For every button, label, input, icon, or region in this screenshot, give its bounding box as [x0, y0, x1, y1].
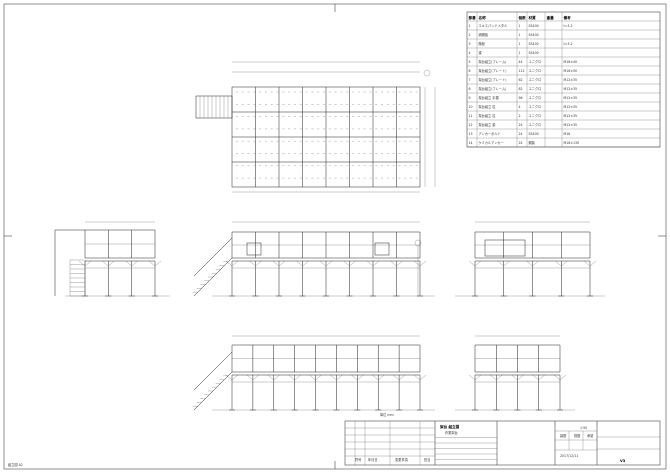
table-cell: ユニクロ [529, 122, 542, 127]
approved-label: 承認 [587, 433, 594, 438]
table-cell: アンカーボルト [479, 131, 501, 136]
drawing-views [4, 4, 666, 469]
table-cell: 7 [469, 78, 471, 82]
table-cell: 14 [469, 141, 473, 145]
table-cell: ユニクロ [529, 86, 542, 91]
checked-label: 検図 [574, 433, 580, 438]
table-header: 材質 [528, 15, 537, 20]
drawing-subtitle: 作業架台 [445, 430, 458, 435]
plan-view [195, 61, 436, 193]
table-cell: 62 [519, 87, 523, 91]
table-cell: ユニクロ [529, 68, 542, 73]
rev-col-3: 変更事項 [395, 457, 409, 462]
table-cell: 6 [469, 69, 471, 73]
table-cell: 13 [469, 132, 473, 136]
right-side-view [455, 221, 605, 297]
table-cell: SS400 [529, 24, 539, 28]
table-cell: 5 [469, 60, 471, 64]
table-cell: t=3.2 [564, 42, 573, 46]
drawing-number: V3 [620, 459, 626, 463]
table-cell: 鋼製 [529, 140, 536, 145]
table-cell: 12 [469, 123, 473, 127]
table-cell: 2 [519, 114, 521, 118]
table-cell: 24 [519, 132, 523, 136]
lower-right-view [455, 335, 575, 411]
units-note: 単位 mm [380, 412, 394, 417]
table-cell: 架台組立(フレーム) [479, 59, 507, 64]
table-cell: SS400 [529, 42, 539, 46]
table-cell: 1 [519, 51, 521, 55]
table-cell: 4 [469, 51, 471, 55]
table-cell: SS400 [529, 51, 539, 55]
front-elevation [192, 221, 435, 297]
table-cell: 架台組立(フレーム) [479, 86, 507, 91]
table-cell: M16×130 [564, 141, 580, 145]
table-cell: 架台組立 柱 [479, 113, 497, 118]
table-cell: 9 [469, 96, 471, 100]
table-cell: 1 [519, 24, 521, 28]
table-cell: 縞鋼板 [479, 32, 489, 37]
table-cell: 架台組立 手摺 [479, 95, 499, 100]
table-cell: M12×35 [564, 87, 578, 91]
table-cell: SS400 [529, 33, 539, 37]
table-cell: M12×35 [564, 105, 578, 109]
table-cell: 4 [519, 105, 521, 109]
rev-col-4: 担当 [424, 457, 430, 462]
table-cell: 1 [519, 33, 521, 37]
table-cell: 架台組立 梁 [479, 122, 497, 127]
table-cell: ユニクロ [529, 59, 542, 64]
left-side-view [65, 221, 170, 297]
table-cell: 96 [519, 96, 523, 100]
scale-value: 1:50 [580, 426, 587, 430]
table-cell: 架台組立(プレート) [479, 68, 507, 73]
table-cell: 8 [469, 87, 471, 91]
table-cell: ユニクロ [529, 113, 542, 118]
table-cell: 架台組立 柱 [479, 104, 497, 109]
corner-note: 組立図 A2 [8, 462, 23, 467]
table-header: 名称 [479, 15, 487, 20]
table-cell: エキスパンドメタル [479, 23, 509, 28]
table-cell: M16×40 [564, 60, 578, 64]
table-cell: 梁 [479, 50, 483, 55]
table-cell: ユニクロ [529, 104, 542, 109]
table-cell: ユニクロ [529, 77, 542, 82]
table-header: 重量 [547, 15, 555, 20]
table-cell: 44 [519, 60, 523, 64]
table-cell: 24 [519, 123, 523, 127]
table-cell: SS400 [529, 132, 539, 136]
table-header: 備考 [564, 15, 572, 20]
table-cell: 1 [519, 42, 521, 46]
table-cell: ケミカルアンカー [479, 140, 504, 145]
table-cell: 2 [469, 33, 471, 37]
table-header: 部番 [469, 15, 477, 20]
table-cell: 62 [519, 78, 523, 82]
table-cell: M12×35 [564, 123, 578, 127]
table-cell: t=3.2 [564, 24, 573, 28]
table-cell: M12×35 [564, 114, 578, 118]
drawing-title: 架台 組立図 [439, 424, 460, 429]
table-cell: M16 [564, 132, 571, 136]
table-cell: 3 [469, 42, 471, 46]
drawn-label: 製図 [560, 433, 566, 438]
sheet-border [3, 3, 667, 470]
title-block: 架台 組立図 作業架台 1:50 製図 検図 承認 2017/12/11 V3 … [344, 412, 661, 466]
table-cell: 1 [469, 24, 471, 28]
table-cell: 24 [519, 141, 523, 145]
table-cell: ユニクロ [529, 95, 542, 100]
table-cell: 架台組立(プレート) [479, 77, 507, 82]
table-header: 個数 [518, 15, 527, 20]
table-cell: 112 [519, 69, 525, 73]
date-value: 2017/12/11 [560, 454, 578, 458]
table-cell: 階段 [479, 41, 486, 46]
lower-elevation [192, 335, 435, 411]
table-cell: M12×35 [564, 78, 578, 82]
table-cell: M12×35 [564, 96, 578, 100]
rev-col-1: 符号 [355, 457, 361, 462]
table-cell: 11 [469, 114, 473, 118]
table-cell: 10 [469, 105, 473, 109]
table-cell: M16×50 [564, 69, 578, 73]
rev-col-2: 年月日 [368, 457, 378, 462]
